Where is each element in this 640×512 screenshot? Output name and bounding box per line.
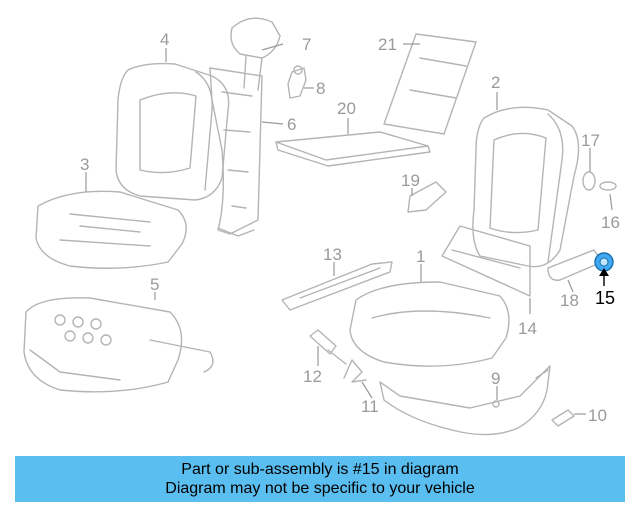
callout-14: 14 [518, 319, 537, 338]
part-7-headrest [230, 17, 281, 91]
part-15-knob [594, 252, 614, 272]
part-13-rail [281, 261, 393, 311]
callout-16: 16 [601, 213, 620, 232]
callout-12: 12 [303, 367, 322, 386]
part-16-cap [599, 181, 617, 191]
callout-13: 13 [323, 245, 342, 264]
part-14-trim [441, 225, 531, 297]
part-1-seat-cushion [349, 281, 510, 367]
leader-lines [85, 43, 613, 415]
part-2-seat-back [472, 106, 580, 268]
callout-20: 20 [337, 99, 356, 118]
callout-3: 3 [80, 155, 89, 174]
callout-15: 15 [595, 288, 615, 308]
part-12-rod [309, 329, 347, 365]
diagram-info-banner: Part or sub-assembly is #15 in diagram D… [15, 456, 625, 502]
part-11-spring [343, 359, 367, 383]
part-9-side-shield [379, 365, 551, 436]
part-17-knob [582, 171, 596, 191]
part-6-seat-frame [209, 67, 263, 237]
callout-9: 9 [491, 369, 500, 388]
part-20-pad [275, 131, 431, 167]
part-5-seat-frame [23, 297, 214, 393]
part-19-bracket [407, 181, 447, 213]
callout-19: 19 [401, 171, 420, 190]
callout-21: 21 [378, 35, 397, 54]
callout-2: 2 [491, 73, 500, 92]
callout-1: 1 [416, 247, 425, 266]
callout-5: 5 [150, 275, 159, 294]
callout-7: 7 [302, 35, 311, 54]
callout-8: 8 [316, 79, 325, 98]
part-8-latch [287, 65, 307, 99]
part-4-seat-back [115, 62, 230, 201]
part-15-arrow [599, 268, 609, 286]
callout-10: 10 [588, 406, 607, 425]
banner-disclaimer-text: Diagram may not be specific to your vehi… [165, 480, 475, 497]
banner-part-text: Part or sub-assembly is #15 in diagram [181, 461, 459, 478]
parts-diagram: 1 2 3 4 5 6 7 8 9 10 11 12 13 14 15 16 1… [23, 17, 620, 436]
part-21-pad [383, 33, 477, 135]
callout-11: 11 [361, 397, 379, 416]
callout-labels: 1 2 3 4 5 6 7 8 9 10 11 12 13 14 15 16 1… [80, 30, 620, 425]
callout-17: 17 [581, 131, 600, 150]
part-3-seat-cushion [35, 190, 187, 269]
part-10-screw [551, 409, 575, 427]
callout-6: 6 [287, 115, 296, 134]
callout-4: 4 [160, 30, 169, 49]
callout-18: 18 [560, 291, 579, 310]
